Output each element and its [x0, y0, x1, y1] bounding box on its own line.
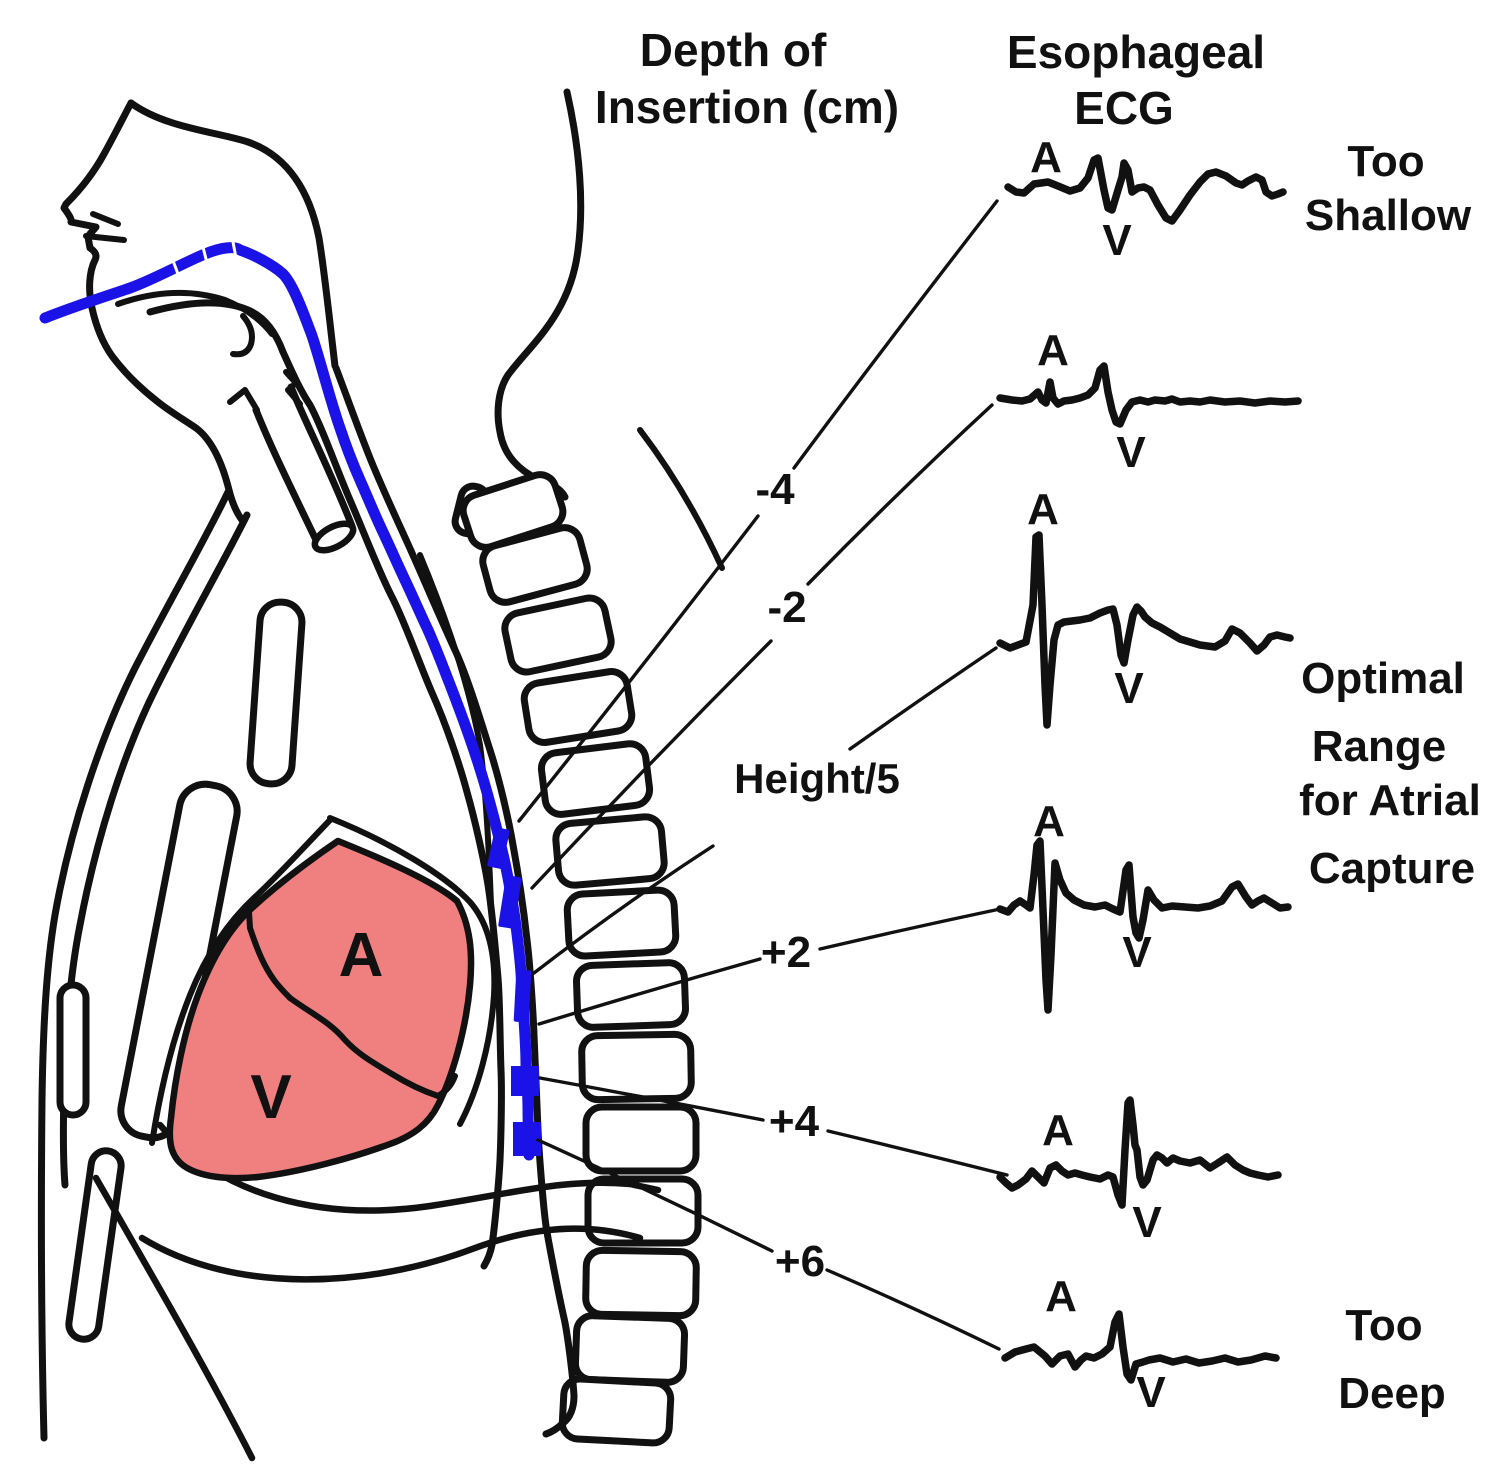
trace6-a-label: A — [1045, 1272, 1077, 1321]
zone-optimal-line2: Range — [1311, 722, 1447, 771]
zone-too-shallow-line2: Shallow — [1304, 191, 1472, 240]
leader-plus2-a — [537, 957, 762, 1026]
zone-too-deep-line1: Too — [1345, 1301, 1423, 1350]
mouth-slit — [83, 233, 127, 243]
heart-ventricle-label: V — [250, 1063, 292, 1132]
esophagus-right-wall — [332, 364, 578, 1438]
leader-plus4-a — [538, 1076, 765, 1122]
depth-marker-plus6: +6 — [774, 1237, 826, 1286]
heart-sulcus-lines — [246, 909, 458, 1099]
skull-outline — [127, 99, 339, 370]
pericardium-left — [149, 816, 334, 1146]
zone-optimal-line1: Optimal — [1301, 654, 1465, 703]
ecg-traces — [996, 154, 1302, 1384]
depth-marker-height5: Height/5 — [734, 755, 900, 802]
ecg-trace-plus4 — [996, 1096, 1282, 1209]
pericardium-right — [327, 815, 498, 1127]
catheter-electrodes — [511, 1066, 541, 1156]
esophagus-left-wall — [146, 299, 505, 1270]
ecg-trace-optimal-1 — [996, 531, 1294, 729]
diaphragm-lower — [138, 1225, 644, 1283]
trachea-anterior — [252, 406, 320, 544]
ecg-trace-too-shallow — [1004, 154, 1287, 225]
ecg-trace-too-deep — [1001, 1310, 1280, 1384]
nostril-line — [90, 211, 121, 227]
ecg-trace-minus2 — [996, 362, 1302, 428]
trace5-v-label: V — [1132, 1198, 1162, 1247]
face-profile — [60, 99, 246, 524]
trace4-a-label: A — [1033, 797, 1065, 846]
leader-minus2-a — [530, 639, 773, 890]
trace6-v-label: V — [1136, 1368, 1166, 1417]
uvula-hook — [230, 313, 255, 358]
leader-minus4-a — [517, 514, 760, 823]
title-line1: Depth of — [639, 24, 827, 76]
leader-height5-a — [532, 844, 715, 975]
catheter-tick-marks — [170, 240, 238, 276]
chest-wall-outer — [37, 488, 232, 1442]
leader-lines — [517, 199, 1009, 1351]
depth-marker-plus2: +2 — [760, 928, 812, 977]
catheter-depth-bands — [487, 827, 532, 1023]
heart-shape — [166, 837, 475, 1182]
zone-optimal-line4: Capture — [1308, 844, 1476, 893]
zone-too-shallow-line1: Too — [1347, 137, 1425, 186]
title-line2: Insertion (cm) — [594, 81, 900, 133]
ecg-trace-optimal-2 — [996, 837, 1292, 1014]
trachea-posterior — [287, 383, 356, 530]
larynx-notch — [227, 387, 260, 413]
heart-atrium-label: A — [338, 921, 384, 990]
nape-outline — [494, 88, 585, 501]
electrode-proximal — [511, 1066, 539, 1096]
trace3-v-label: V — [1114, 664, 1144, 713]
leader-minus4-b — [792, 199, 999, 470]
leader-plus2-b — [818, 907, 1002, 951]
depth-marker-minus4: -4 — [755, 465, 795, 514]
trachea-cut-end — [311, 520, 357, 554]
leader-plus6-a — [536, 1138, 774, 1253]
leader-plus4-b — [826, 1129, 1009, 1177]
costal-margin — [92, 1174, 256, 1462]
leader-minus2-b — [806, 403, 994, 586]
trace4-v-label: V — [1122, 928, 1152, 977]
esophageal-catheter — [39, 240, 541, 1161]
ecg-header-line1: Esophageal — [1006, 26, 1266, 78]
trace1-v-label: V — [1102, 216, 1132, 265]
depth-marker-plus4: +4 — [768, 1097, 820, 1146]
trace2-a-label: A — [1037, 326, 1069, 375]
depth-marker-minus2: -2 — [767, 583, 807, 632]
electrode-distal — [513, 1122, 541, 1156]
zone-optimal-line3: for Atrial — [1299, 776, 1481, 825]
ecg-header-line2: ECG — [1074, 82, 1174, 134]
shoulder-outline — [637, 427, 725, 571]
trace5-a-label: A — [1042, 1106, 1074, 1155]
trace2-v-label: V — [1116, 428, 1146, 477]
leader-height5-b — [848, 646, 998, 751]
lung-mediastinum-line — [417, 552, 494, 908]
leader-plus6-b — [825, 1268, 1001, 1351]
trace3-a-label: A — [1027, 485, 1059, 534]
spine — [451, 471, 702, 1447]
zone-too-deep-line2: Deep — [1338, 1369, 1446, 1418]
trace1-a-label: A — [1030, 133, 1062, 182]
